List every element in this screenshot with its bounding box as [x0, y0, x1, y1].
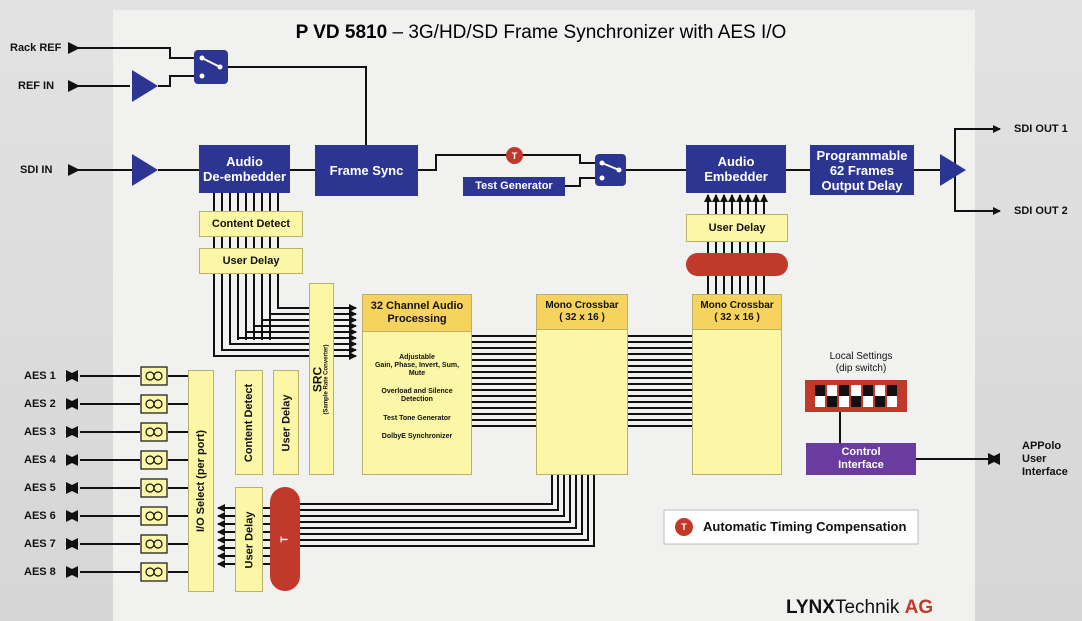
- ref-to-framesync: [228, 66, 367, 146]
- legend-timing-icon: T: [675, 518, 693, 536]
- crossbar-2-block: Mono Crossbar( 32 x 16 ): [692, 294, 782, 475]
- legend-box: [663, 509, 919, 545]
- aes-7-label: AES 7: [24, 538, 56, 550]
- user-delay-embed-block: User Delay: [686, 214, 788, 242]
- aes-4-label: AES 4: [24, 454, 56, 466]
- aes-1-label: AES 1: [24, 370, 56, 382]
- title-model: P VD 5810: [295, 22, 388, 43]
- local-settings-label: Local Settings(dip switch): [829, 351, 893, 374]
- frame-sync-block: Frame Sync: [315, 145, 418, 196]
- timing-badge-sdi: T: [506, 147, 523, 164]
- aes-2-label: AES 2: [24, 398, 56, 410]
- sdi-out-2-label: SDI OUT 2: [1014, 205, 1068, 217]
- sdi-in-label: SDI IN: [20, 164, 53, 176]
- content-detect-vertical: Content Detect: [235, 370, 263, 475]
- legend-label: Automatic Timing Compensation: [703, 519, 907, 534]
- processing-features: Adjustable Gain, Phase, Invert, Sum, Mut…: [374, 354, 460, 440]
- crossbar-1-title: Mono Crossbar( 32 x 16 ): [537, 295, 627, 330]
- aes-6-label: AES 6: [24, 510, 56, 522]
- aes-transformers: [140, 366, 168, 582]
- aes-out-timing-comp: T: [270, 487, 300, 591]
- ref-in-buffer: [132, 70, 158, 102]
- dip-switch-graphic: [805, 380, 907, 412]
- user-delay-block: User Delay: [199, 248, 303, 274]
- page-title: P VD 5810 – 3G/HD/SD Frame Synchronizer …: [0, 22, 1082, 44]
- sdi-out-driver: [940, 154, 966, 186]
- test-generator-block: Test Generator: [463, 177, 565, 196]
- user-delay-vertical-2: User Delay: [235, 487, 263, 592]
- rack-ref-label: Rack REF: [10, 42, 62, 54]
- title-subtitle: – 3G/HD/SD Frame Synchronizer with AES I…: [387, 22, 787, 43]
- sdi-out-1-label: SDI OUT 1: [1014, 123, 1068, 135]
- ref-in-label: REF IN: [18, 80, 55, 92]
- crossbar-1-block: Mono Crossbar( 32 x 16 ): [536, 294, 628, 475]
- aes-8-label: AES 8: [24, 566, 56, 578]
- user-delay-vertical-1: User Delay: [273, 370, 299, 475]
- content-detect-block: Content Detect: [199, 211, 303, 237]
- test-gen-switch: [595, 154, 626, 186]
- sdi-in-buffer: [132, 154, 158, 186]
- aes-3-label: AES 3: [24, 426, 56, 438]
- aes-5-label: AES 5: [24, 482, 56, 494]
- io-select-block: I/O Select (per port): [188, 370, 214, 592]
- brand-logo: LYNXTechnik AG: [786, 597, 934, 618]
- src-block: SRC (Sample Rate Converter): [309, 283, 334, 475]
- ref-switch: [194, 50, 228, 84]
- rack-ref-line: [78, 47, 194, 59]
- crossbar-2-title: Mono Crossbar( 32 x 16 ): [693, 295, 781, 330]
- embed-timing-comp: [686, 253, 788, 276]
